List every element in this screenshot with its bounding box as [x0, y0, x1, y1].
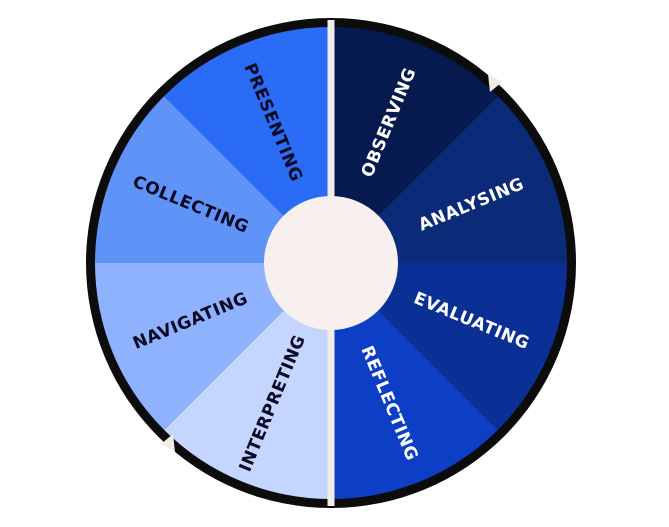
segment-navigating	[95, 263, 331, 430]
center-hub	[264, 196, 398, 330]
segment-collecting	[95, 96, 331, 264]
segment-evaluating	[331, 263, 567, 430]
segment-interpreting	[164, 263, 331, 499]
segments-group	[95, 27, 567, 499]
segment-reflecting	[331, 263, 498, 499]
segment-observing	[331, 27, 498, 263]
arrow-head-right	[488, 74, 502, 92]
segment-presenting	[164, 27, 331, 263]
arrow-head-left	[161, 434, 175, 452]
segment-analysing	[331, 96, 567, 264]
